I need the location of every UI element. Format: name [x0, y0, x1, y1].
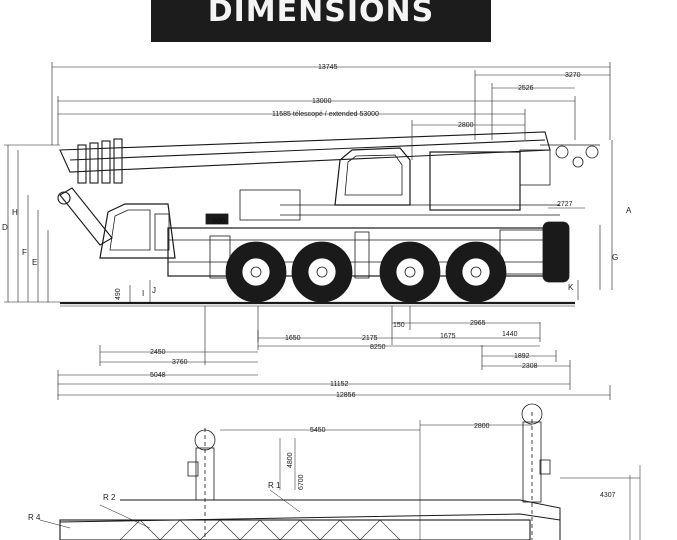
- cab-badge: 900: [212, 217, 226, 226]
- outrigger-pad: [187, 429, 216, 501]
- outrigger-pad: [521, 403, 551, 503]
- dim-vehicle-length: 11152: [330, 381, 349, 388]
- dim-outrigger-span-long: 5450: [310, 427, 326, 434]
- rear-pulley-assembly: [540, 144, 600, 168]
- height-label-f: F: [22, 248, 27, 257]
- dim-rear-overhang-1: 3270: [565, 72, 581, 79]
- wheel: [291, 241, 353, 303]
- top-dimension-lines: [51, 62, 611, 209]
- height-label-a: A: [626, 206, 632, 215]
- dim-rear-overhang-b: 2308: [522, 363, 538, 370]
- dim-overall-length-transport: 12856: [336, 392, 356, 399]
- height-label-i: I: [142, 289, 144, 298]
- dim-rear-height: 2727: [557, 201, 573, 208]
- dim-axle-4-5: 1440: [502, 331, 518, 338]
- height-label-d: D: [2, 223, 8, 232]
- dim-outrigger-width-2: 6700: [298, 474, 305, 490]
- dim-turntable-offset: 2800: [458, 122, 474, 129]
- wheels: [225, 241, 507, 303]
- dim-rear-overhang-2: 2526: [518, 85, 534, 92]
- driver-cab: [99, 203, 229, 259]
- dim-front-overhang-2: 3760: [172, 359, 188, 366]
- dim-axle-1-2: 1650: [285, 335, 301, 342]
- height-label-g: G: [612, 253, 618, 262]
- bottom-dimension-lines: [57, 306, 611, 400]
- dim-overall-length: 13745: [318, 64, 338, 71]
- dim-outrigger-width-1: 4800: [287, 452, 294, 468]
- radius-label-r1: R 1: [268, 481, 281, 490]
- dim-ground-clearance: 490: [115, 288, 122, 300]
- dim-front-overhang-3: 5048: [150, 372, 166, 379]
- dim-wheelbase: 8250: [370, 344, 386, 351]
- title-banner: DIMENSIONS: [151, 0, 491, 42]
- dim-rear-overhang-a: 1892: [514, 353, 530, 360]
- dim-boom-length: 13000: [312, 98, 332, 105]
- superstructure: [239, 147, 560, 221]
- page-title: DIMENSIONS: [207, 0, 435, 29]
- height-label-j: J: [152, 286, 156, 295]
- wheel: [225, 241, 287, 303]
- wheel: [379, 241, 441, 303]
- dim-axle-3-4: 1675: [440, 333, 456, 340]
- plan-view: [39, 403, 641, 540]
- dim-front-overhang-1: 2450: [150, 349, 166, 356]
- height-label-k: K: [568, 283, 574, 292]
- radius-label-r2: R 2: [103, 493, 116, 502]
- height-label-h: H: [12, 208, 18, 217]
- wheel: [445, 241, 507, 303]
- dim-axle-2-3: 2175: [362, 335, 378, 342]
- dim-plan-rear: 4307: [600, 492, 616, 499]
- dim-outrigger-span-rear: 2800: [474, 423, 490, 430]
- dim-boom-extended: 11585 télescopé / extended 53000: [272, 111, 379, 118]
- height-dimension-lines: [4, 140, 613, 303]
- radius-label-r4: R 4: [28, 513, 41, 522]
- height-label-e: E: [32, 258, 37, 267]
- dim-rear-axles: 2965: [470, 320, 486, 327]
- telescopic-boom: [57, 131, 551, 246]
- dim-axle-offset: 150: [393, 322, 405, 329]
